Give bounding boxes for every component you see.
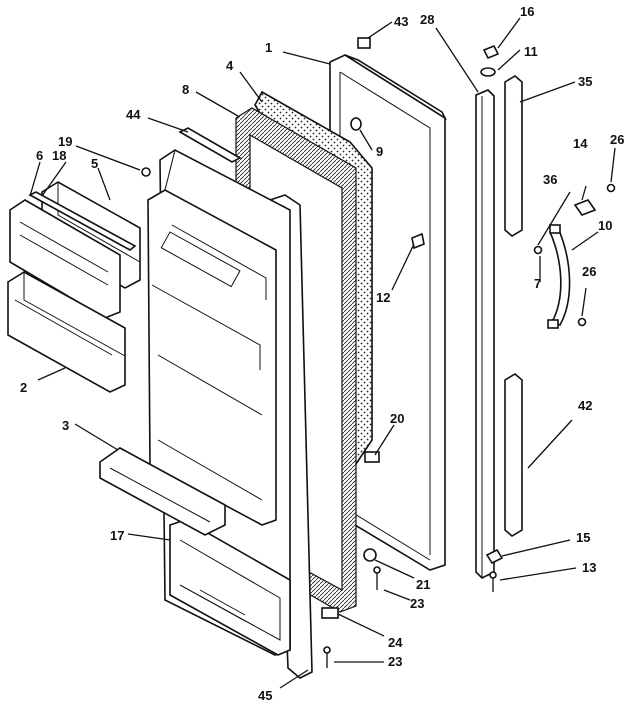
door-stop-plug: [350, 117, 362, 131]
callout-23-lower: 23: [388, 654, 402, 669]
callout-labels: 1 2 3 4 5 6 7 8 9 10 11 12 13 14 15 16 1…: [20, 4, 624, 703]
hinge-cap: [357, 37, 371, 49]
callout-7: 7: [534, 276, 541, 291]
door-bin-front: [9, 199, 121, 319]
callout-16: 16: [520, 4, 534, 19]
callout-43: 43: [394, 14, 408, 29]
callout-45: 45: [258, 688, 272, 703]
callout-21: 21: [416, 577, 430, 592]
callout-12: 12: [376, 290, 390, 305]
callout-6: 6: [36, 148, 43, 163]
hinge-16: [482, 44, 500, 60]
handle-bracket-14: [573, 199, 597, 216]
bushing-11: [480, 67, 496, 77]
inner-door-liner: [147, 149, 291, 656]
door-handle: [547, 224, 571, 329]
trim-piece-44: [178, 127, 242, 163]
callout-1: 1: [265, 40, 272, 55]
lower-door-bin: [7, 271, 126, 393]
callout-5: 5: [91, 156, 98, 171]
vent-slots: [199, 589, 246, 622]
mounting-screw-19: [141, 167, 151, 177]
callout-20: 20: [390, 411, 404, 426]
door-bin-bracket: [99, 447, 226, 536]
washer-21: [363, 548, 377, 562]
callout-26-lower: 26: [582, 264, 596, 279]
callout-24: 24: [388, 635, 403, 650]
handle-lower-trim: [504, 373, 523, 537]
callout-4: 4: [226, 58, 234, 73]
screw-13: [489, 571, 497, 592]
callout-13: 13: [582, 560, 596, 575]
hinge-pin-bushing: [364, 451, 380, 463]
handle-screw-7: [533, 245, 543, 255]
callout-44: 44: [126, 107, 141, 122]
callout-26-upper: 26: [610, 132, 624, 147]
callout-2: 2: [20, 380, 27, 395]
screw-23-upper: [373, 566, 381, 590]
callout-10: 10: [598, 218, 612, 233]
leader-lines: [29, 17, 616, 689]
handle-screw-26-upper: [606, 183, 616, 193]
callout-42: 42: [578, 398, 592, 413]
callout-11: 11: [524, 44, 538, 59]
callout-14: 14: [573, 136, 588, 151]
callout-35: 35: [578, 74, 592, 89]
handle-screw-26-lower: [577, 317, 587, 327]
callout-8: 8: [182, 82, 189, 97]
callout-9: 9: [376, 144, 383, 159]
callout-18: 18: [52, 148, 66, 163]
bin-trim-strip: [28, 191, 137, 251]
callout-3: 3: [62, 418, 69, 433]
callout-19: 19: [58, 134, 72, 149]
callout-36: 36: [543, 172, 557, 187]
hinge-bracket-24: [321, 607, 339, 619]
screw-23-lower: [323, 646, 331, 668]
hinge-15: [485, 548, 504, 565]
callout-15: 15: [576, 530, 590, 545]
handle-trim-28: [475, 89, 495, 579]
callout-28: 28: [420, 12, 434, 27]
callout-17: 17: [110, 528, 124, 543]
callout-23-upper: 23: [410, 596, 424, 611]
handle-top-trim: [504, 75, 523, 237]
